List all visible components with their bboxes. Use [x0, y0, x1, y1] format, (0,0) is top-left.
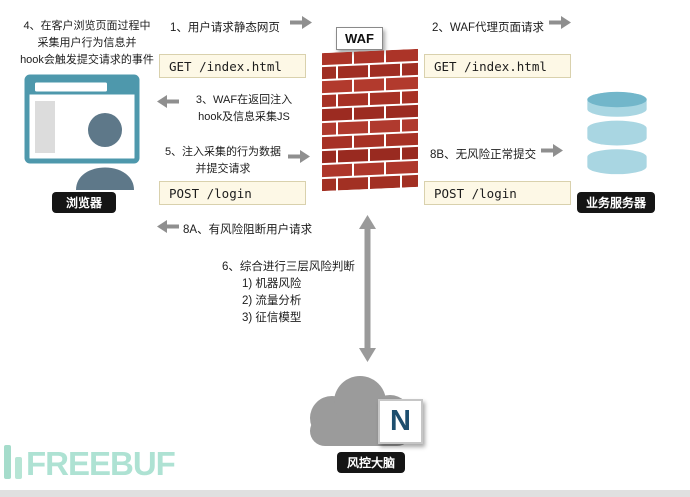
freebuf-watermark: FREEBUF: [4, 444, 176, 482]
step1-label: 1、用户请求静态网页: [170, 22, 280, 34]
post-login-left-box: POST /login: [159, 181, 306, 205]
bottom-strip: [0, 490, 690, 497]
freebuf-watermark-text: FREEBUF: [26, 444, 176, 482]
step8a-arrow-left-icon: [157, 220, 179, 233]
step6-item: 2) 流量分析: [242, 295, 302, 307]
step3-arrow-left-icon: [157, 95, 179, 108]
step1-arrow-right-icon: [290, 16, 312, 29]
step6-item: 3) 征信模型: [242, 312, 302, 324]
browser-icon: [24, 74, 142, 195]
get-index-right-box: GET /index.html: [424, 54, 571, 78]
waf-cloud-double-arrow-icon: [359, 215, 376, 362]
step8b-arrow-right-icon: [541, 144, 563, 157]
nsfocus-n-logo: N: [378, 399, 423, 444]
step6-block: 6、综合进行三层风险判断 1) 机器风险 2) 流量分析 3) 征信模型: [222, 259, 355, 327]
n-logo-letter: N: [390, 405, 411, 437]
step8a-label: 8A、有风险阻断用户请求: [183, 224, 313, 236]
get-index-left-box: GET /index.html: [159, 54, 306, 78]
brain-label: 风控大脑: [337, 452, 405, 473]
database-icon: [585, 90, 649, 183]
waf-label: WAF: [336, 27, 383, 50]
browser-label: 浏览器: [52, 192, 116, 213]
step3-label: 3、WAF在返回注入 hook及信息采集JS: [195, 94, 293, 124]
freebuf-logo-bar-icon: [15, 457, 22, 479]
step6-title: 6、综合进行三层风险判断: [222, 261, 355, 273]
step6-item: 1) 机器风险: [242, 278, 302, 290]
step5-label: 5、注入采集的行为数据 并提交请求: [164, 146, 282, 176]
step8b-label: 8B、无风险正常提交: [430, 149, 537, 161]
server-label: 业务服务器: [577, 192, 655, 213]
note-step4: 4、在客户浏览页面过程中 采集用户行为信息并 hook会触发提交请求的事件: [20, 20, 154, 67]
step5-arrow-right-icon: [288, 150, 310, 163]
post-login-right-box: POST /login: [424, 181, 571, 205]
freebuf-logo-bar-icon: [4, 445, 11, 479]
browser-monitor-icon: [24, 74, 140, 190]
firewall-brick-wall-icon: [322, 48, 418, 196]
step2-arrow-right-icon: [549, 16, 571, 29]
step2-label: 2、WAF代理页面请求: [432, 22, 545, 34]
